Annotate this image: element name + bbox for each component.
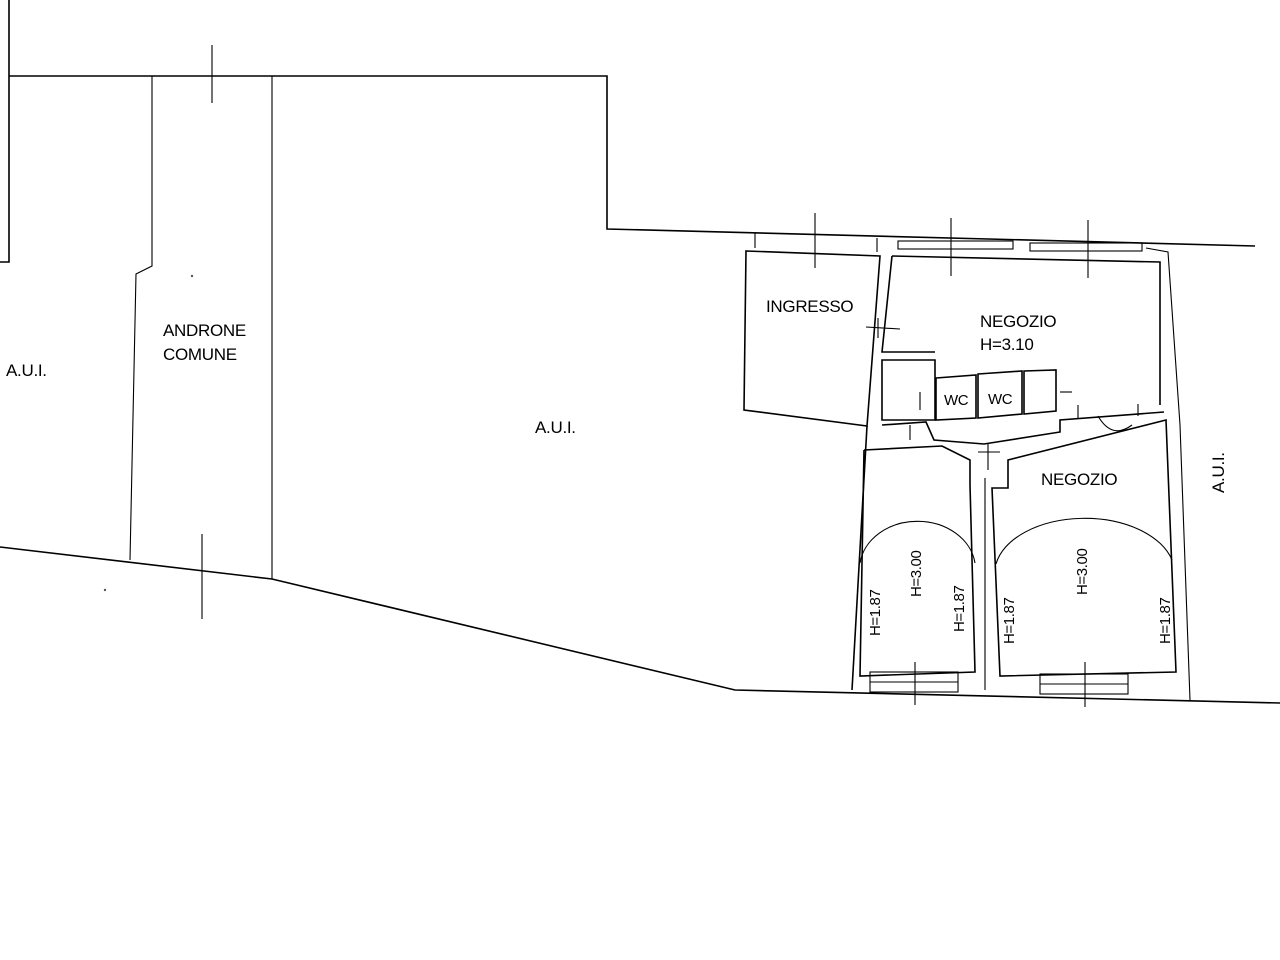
label-vault-right-center: H=3.00 [1074,549,1091,595]
negozio-top-room [881,240,1191,701]
label-aui-left: A.U.I. [6,361,47,380]
label-vault-left-side-b: H=1.87 [951,586,968,632]
label-wc-1: WC [944,392,969,409]
label-vault-left-side-a: H=1.87 [867,590,884,636]
label-aui-center: A.U.I. [535,418,576,437]
label-negozio-top: NEGOZIO [980,312,1056,331]
survey-dot [103,588,107,592]
survey-dot [190,274,194,278]
service-corridor [881,411,1165,470]
label-vault-right-side-b: H=1.87 [1157,598,1174,644]
label-vault-right-side-a: H=1.87 [1001,598,1018,644]
label-negozio-top-height: H=3.10 [980,335,1034,354]
label-wc-2: WC [988,391,1013,408]
negozio-bottom-room [984,418,1177,695]
section-ticks [201,45,1089,707]
label-negozio-bottom: NEGOZIO [1041,470,1117,489]
label-aui-right: A.U.I. [1209,452,1228,493]
label-androne-line1: ANDRONE [163,321,246,340]
label-vault-left-center: H=3.00 [908,551,925,597]
label-ingresso: INGRESSO [766,297,853,316]
ingresso-room [743,233,901,427]
label-androne-line2: COMUNE [163,345,237,364]
site-boundary [0,0,1280,704]
vaulted-room-left [851,425,976,693]
androne-comune-walls [129,76,273,579]
